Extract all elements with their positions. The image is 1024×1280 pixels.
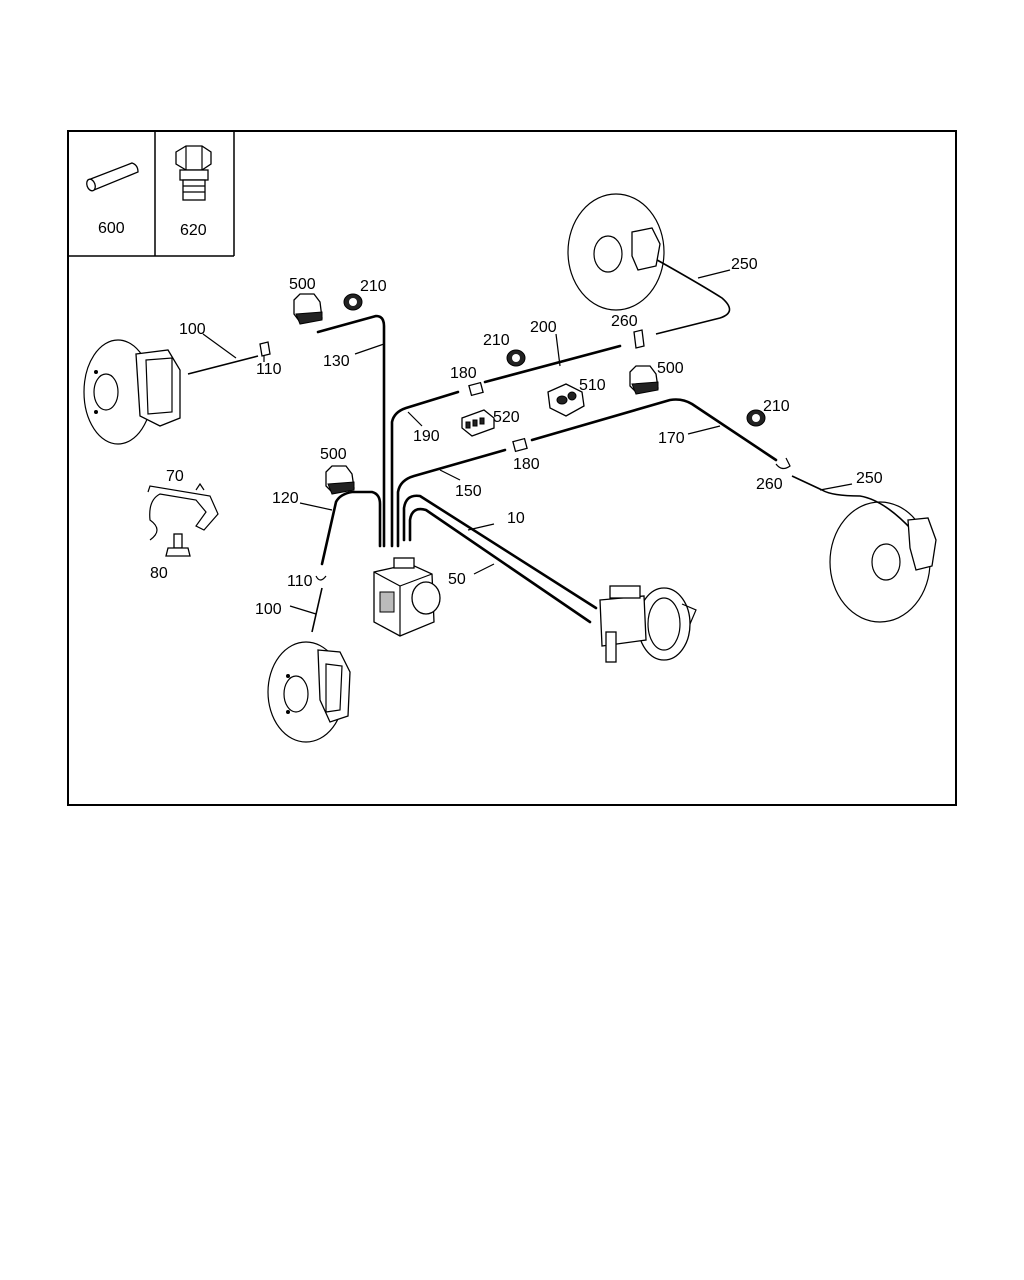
bolt-80[interactable] bbox=[165, 533, 191, 557]
brake-booster-master-cylinder[interactable] bbox=[599, 585, 697, 663]
callout-250: 250 bbox=[731, 256, 758, 273]
callout-180: 180 bbox=[450, 365, 477, 382]
callout-70: 70 bbox=[166, 468, 184, 485]
callout-100: 100 bbox=[255, 601, 282, 618]
abs-hydraulic-unit[interactable] bbox=[373, 557, 441, 637]
brake-disc-front-left[interactable] bbox=[83, 339, 181, 445]
grommet-210-a[interactable] bbox=[343, 293, 363, 311]
callout-190: 190 bbox=[413, 428, 440, 445]
callout-510: 510 bbox=[579, 377, 606, 394]
callout-10: 10 bbox=[507, 510, 525, 527]
brake-line-120[interactable] bbox=[320, 490, 382, 566]
callout-110: 110 bbox=[287, 573, 313, 590]
callout-180: 180 bbox=[513, 456, 540, 473]
brake-hose-250-upper[interactable] bbox=[649, 255, 731, 335]
callout-150: 150 bbox=[455, 483, 482, 500]
clip-520[interactable] bbox=[461, 409, 495, 437]
callout-520: 520 bbox=[493, 409, 520, 426]
leader-lines bbox=[202, 269, 853, 615]
brake-line-200[interactable] bbox=[483, 344, 622, 384]
callout-50: 50 bbox=[448, 571, 466, 588]
brake-disc-rear-upper[interactable] bbox=[567, 193, 665, 311]
callout-120: 120 bbox=[272, 490, 299, 507]
callout-210: 210 bbox=[360, 278, 387, 295]
inset-label-620: 620 bbox=[180, 222, 207, 239]
brake-disc-rear-lower[interactable] bbox=[829, 501, 937, 623]
fitting-bolt-part-620[interactable] bbox=[175, 145, 212, 201]
callout-260: 260 bbox=[611, 313, 638, 330]
callout-210: 210 bbox=[763, 398, 790, 415]
clip-260-lower[interactable] bbox=[775, 457, 791, 470]
pipe-holder-500-upper[interactable] bbox=[293, 293, 323, 325]
callout-250: 250 bbox=[856, 470, 883, 487]
inset-label-600: 600 bbox=[98, 220, 125, 237]
clip-110-upper[interactable] bbox=[259, 341, 271, 357]
callout-110: 110 bbox=[256, 361, 282, 378]
brake-line-150[interactable] bbox=[396, 448, 507, 548]
diagram-frame bbox=[67, 130, 957, 806]
brake-hose-100-upper[interactable] bbox=[187, 355, 259, 375]
inset-box bbox=[68, 131, 235, 257]
pipe-holder-500-right[interactable] bbox=[629, 365, 659, 395]
callout-170: 170 bbox=[658, 430, 685, 447]
pipe-holder-500-lower[interactable] bbox=[325, 465, 355, 495]
callout-500: 500 bbox=[289, 276, 316, 293]
callout-260: 260 bbox=[756, 476, 783, 493]
pipe-holder-510[interactable] bbox=[547, 383, 585, 417]
brake-disc-front-lower[interactable] bbox=[267, 641, 351, 743]
brake-line-10[interactable] bbox=[402, 494, 598, 610]
grommet-210-b[interactable] bbox=[506, 349, 526, 367]
clip-260-upper[interactable] bbox=[633, 329, 645, 349]
sleeve-180-a[interactable] bbox=[468, 381, 484, 397]
clip-110-lower[interactable] bbox=[315, 575, 327, 581]
callout-80: 80 bbox=[150, 565, 168, 582]
callout-500: 500 bbox=[320, 446, 347, 463]
callout-130: 130 bbox=[323, 353, 350, 370]
brake-line-130[interactable] bbox=[316, 314, 386, 548]
brake-line-190[interactable] bbox=[390, 390, 460, 548]
callout-210: 210 bbox=[483, 332, 510, 349]
brake-hose-250-lower[interactable] bbox=[791, 475, 913, 531]
sleeve-part-600[interactable] bbox=[85, 162, 139, 192]
brake-line-50[interactable] bbox=[408, 507, 592, 624]
callout-200: 200 bbox=[530, 319, 557, 336]
brake-line-170[interactable] bbox=[530, 398, 778, 462]
callout-500: 500 bbox=[657, 360, 684, 377]
grommet-210-c[interactable] bbox=[746, 409, 766, 427]
brake-hose-100-lower[interactable] bbox=[311, 587, 323, 633]
sleeve-180-b[interactable] bbox=[512, 437, 528, 453]
callout-100: 100 bbox=[179, 321, 206, 338]
bracket-70[interactable] bbox=[147, 482, 219, 541]
